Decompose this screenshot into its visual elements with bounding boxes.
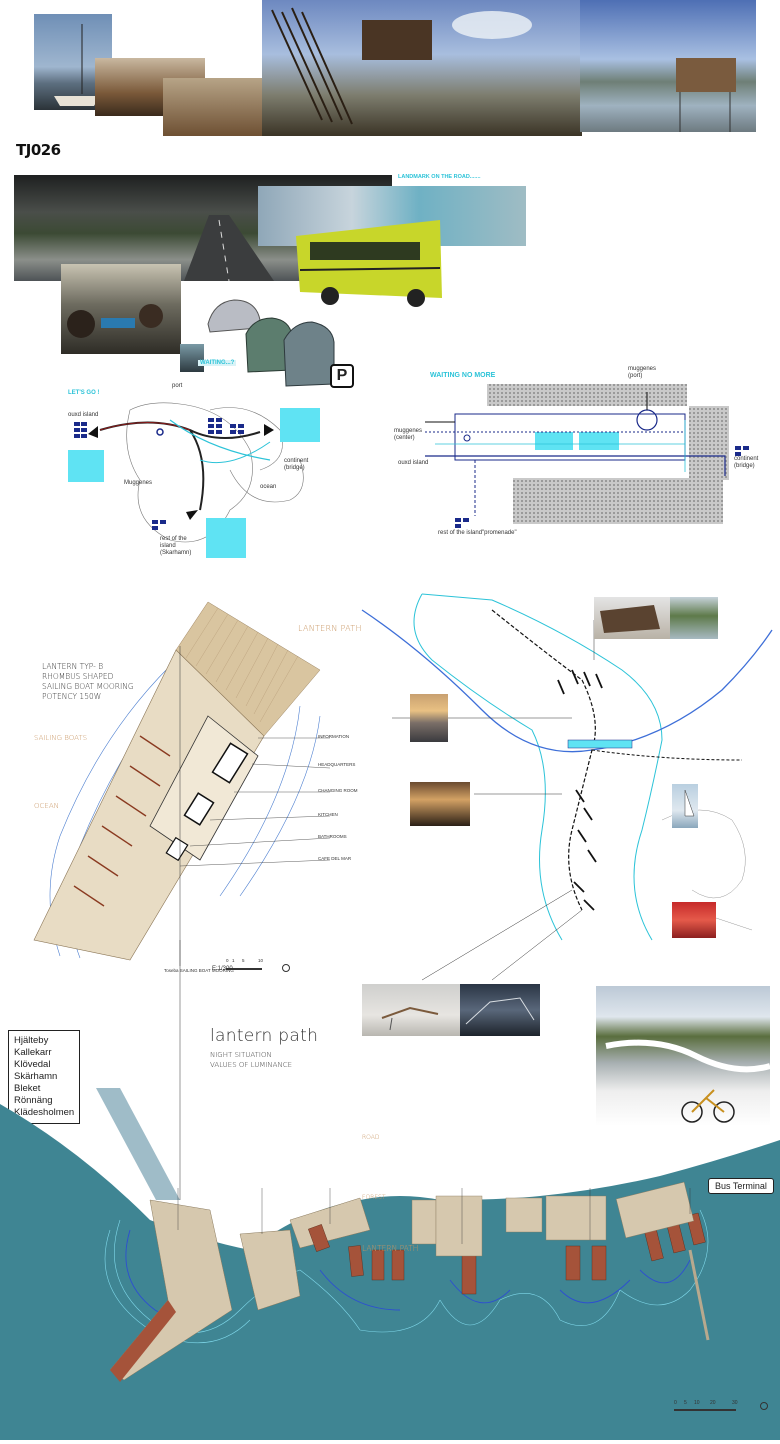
mooring-lantern-path-label: LANTERN PATH (298, 624, 362, 633)
route-port-label: port (172, 383, 183, 389)
callout-headquarters: HEADQUARTERS (318, 762, 356, 767)
place-item: Bleket (14, 1083, 41, 1094)
route-map-title: LET'S GO ! (68, 390, 100, 396)
waiting-person-photo (180, 344, 204, 372)
section-lantern-path-label: LANTERN PATH (362, 1244, 419, 1253)
route-rest-label: rest of the island (Skarhamn) (160, 536, 192, 556)
mooring-scale-bar: 0 1 5 10 (226, 958, 266, 972)
plan-continent-label: continent (bridge) (734, 456, 759, 469)
night-gathering-photo (410, 782, 470, 826)
place-item: Hjälteby (14, 1035, 49, 1046)
yellow-bus-photo (290, 206, 460, 312)
red-boat-photo (672, 902, 716, 938)
sunset-pier-photo (410, 694, 448, 742)
plan-promenade-label: "promenade" (482, 530, 517, 536)
lantern-type-legend: LANTERN TYP- B RHOMBUS SHAPED SAILING BO… (42, 662, 134, 702)
lantern-type-line: POTENCY 150W (42, 692, 102, 701)
pavilion-sky-photo (262, 0, 582, 136)
subtitle-line: VALUES OF LUMINANCE (210, 1061, 293, 1069)
lantern-path-title: lantern path (210, 1026, 319, 1046)
place-item: Klädesholmen (14, 1107, 75, 1118)
subtitle-line: NIGHT SITUATION (210, 1051, 272, 1059)
plan-muggenes-center-label: muggenes (center) (394, 428, 423, 441)
route-outer-island-label: ouxd island (68, 412, 99, 418)
lantern-type-line: RHOMBUS SHAPED (42, 672, 114, 681)
section-north-icon (760, 1402, 768, 1410)
mooring-scale: E:1/300 (212, 966, 233, 972)
wooden-pavilion-photo (594, 597, 670, 639)
lantern-path-section-diagram (0, 940, 780, 1440)
waiting-caption: WAITING...? (198, 360, 237, 366)
bus-terminal-label: Bus Terminal (708, 1178, 774, 1194)
place-item: Rönnäng (14, 1095, 53, 1106)
place-item: Kallekarr (14, 1047, 52, 1058)
coastal-promenade-photo (596, 986, 770, 1126)
plan-muggenes-port-label: muggenes (port) (628, 366, 657, 379)
bus-interior-photo (61, 264, 181, 354)
plan-outer-island-label: ouxd island (398, 460, 429, 466)
sailboat-small-photo (672, 784, 698, 828)
landmark-caption: LANDMARK ON THE ROAD....... (398, 174, 481, 180)
lantern-path-subtitle: NIGHT SITUATION VALUES OF LUMINANCE (210, 1050, 292, 1070)
mooring-scale-caption: Toseba SAILING BOAT MOORING (164, 968, 234, 973)
callout-information: INFORMATION (318, 734, 350, 739)
architecture-photo (460, 984, 540, 1036)
forest-label: FOREST (362, 1194, 386, 1201)
road-label: ROAD (362, 1134, 380, 1141)
north-arrow-icon (282, 964, 290, 972)
project-code: TJ026 (16, 141, 61, 159)
callout-cafe: CAFE DEL MAR (318, 856, 352, 861)
mooring-plan-diagram (33, 601, 331, 966)
route-ocean-label: ocean (260, 484, 277, 490)
parking-sign: P (330, 364, 354, 388)
lantern-type-line: LANTERN TYP- B (42, 662, 104, 671)
sailing-boats-label: SAILING BOATS (34, 734, 88, 742)
plan-map-diagram (425, 384, 749, 528)
site-map-diagram (361, 593, 773, 981)
ocean-label: OCEAN (34, 802, 59, 810)
plan-map-title: WAITING NO MORE (430, 372, 496, 379)
places-list: Hjälteby Kallekarr Klövedal Skärhamn Ble… (8, 1030, 81, 1124)
route-muggenes-label: Muggenes (124, 480, 153, 486)
place-item: Klövedal (14, 1059, 51, 1070)
callout-changing-room: CHANGING ROOM (318, 788, 358, 793)
route-map-diagram (68, 402, 320, 558)
callout-kitchen: KITCHEN (318, 812, 338, 817)
plan-rest-label: rest of the island (438, 530, 483, 536)
callout-bathrooms: BATHROOMS (318, 834, 347, 839)
lantern-type-line: SAILING BOAT MOORING (42, 682, 134, 691)
section-scale-bar: 0 5 10 20 30 (674, 1400, 754, 1414)
lake-sky-photo (580, 0, 756, 132)
route-continent-label: continent (bridge) (284, 458, 309, 471)
car-grey-photo (278, 318, 340, 392)
lounger-photo (362, 984, 460, 1036)
shoreline-photo (670, 597, 718, 639)
place-item: Skärhamn (14, 1071, 58, 1082)
